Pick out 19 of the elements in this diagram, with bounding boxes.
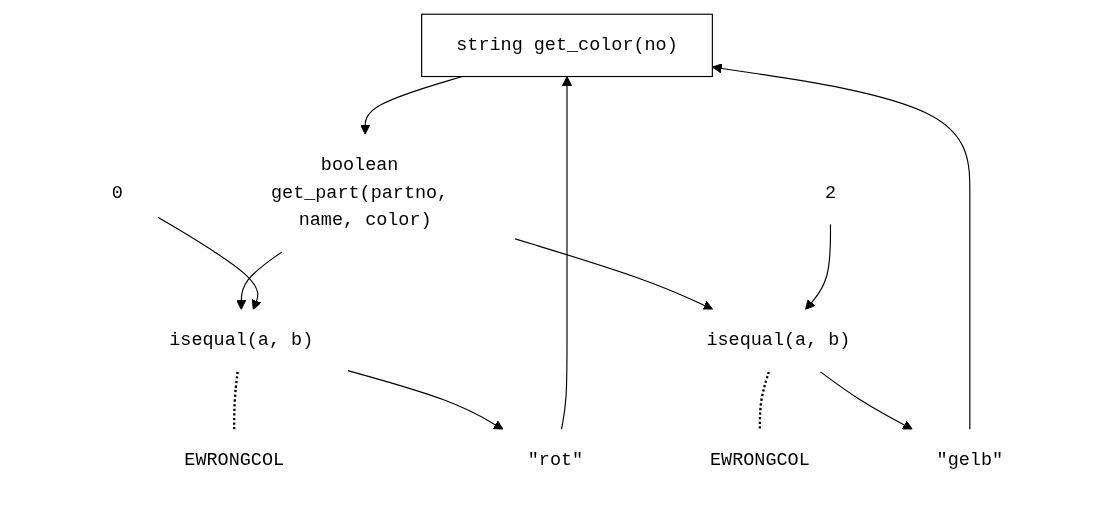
arrow bbox=[560, 76, 573, 431]
node-text: boolean get_part(partno, name, color) bbox=[271, 154, 449, 232]
arrow bbox=[236, 251, 283, 310]
node-text: EWRONGCOL bbox=[710, 450, 810, 472]
connector bbox=[758, 371, 770, 430]
arrow bbox=[347, 370, 504, 430]
node-text: 0 bbox=[111, 182, 123, 204]
arrow bbox=[819, 371, 913, 430]
node-text: "gelb" bbox=[936, 450, 1004, 472]
arrow bbox=[157, 216, 262, 310]
node-text: "rot" bbox=[527, 450, 584, 472]
node-text: isequal(a, b) bbox=[706, 330, 851, 352]
node-box: string get_color(no) bbox=[421, 13, 713, 78]
arrow bbox=[514, 238, 714, 311]
connector bbox=[233, 371, 239, 430]
node-text: 2 bbox=[824, 182, 837, 204]
node-text: isequal(a, b) bbox=[169, 330, 314, 352]
node-text: EWRONGCOL bbox=[184, 450, 285, 472]
arrow bbox=[805, 223, 832, 310]
